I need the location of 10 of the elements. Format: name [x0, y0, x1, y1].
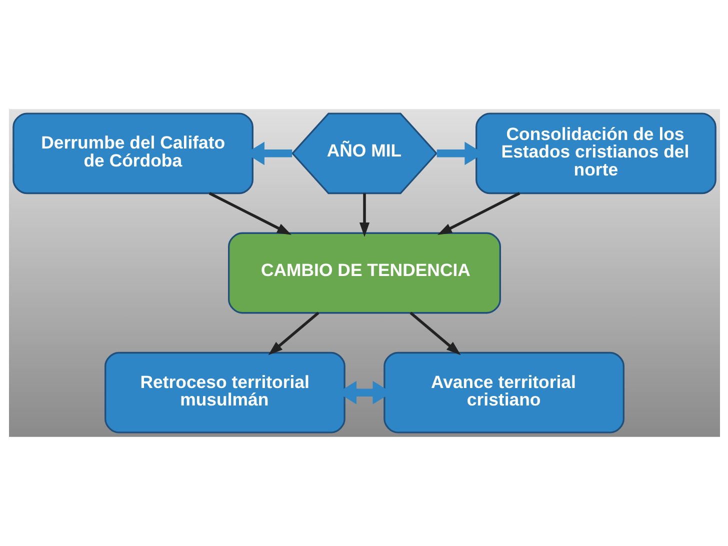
- node-box: Consolidación de los Estados cristianos del norte: [475, 112, 716, 194]
- arrow: [437, 192, 520, 235]
- node-box: Derrumbe del Califato de Córdoba: [12, 112, 253, 194]
- arrow: [409, 312, 460, 356]
- arrow: [208, 192, 291, 235]
- node-box: Retroceso territorial musulmán: [104, 352, 345, 434]
- arrow: [358, 193, 370, 237]
- node-box: Avance territorial cristiano: [383, 352, 624, 434]
- node-box: CAMBIO DE TENDENCIA: [228, 232, 500, 314]
- arrow: [268, 312, 319, 356]
